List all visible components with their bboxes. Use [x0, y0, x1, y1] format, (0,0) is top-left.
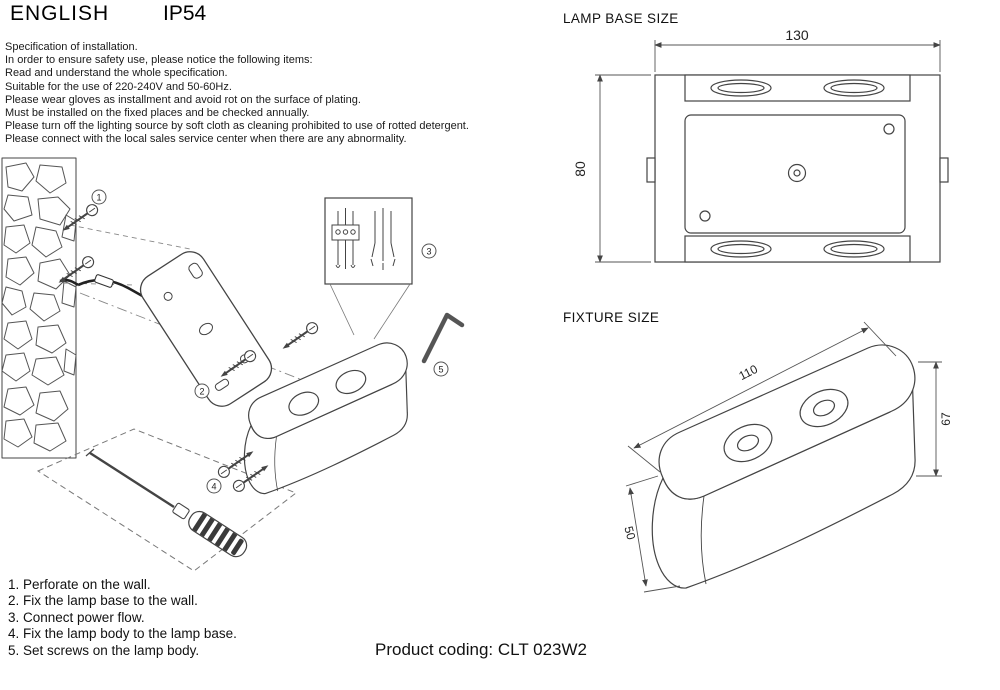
specification-text: Specification of installation. In order …	[5, 41, 469, 147]
svg-text:2: 2	[199, 387, 204, 397]
svg-text:4: 4	[211, 482, 216, 492]
spec-line: Read and understand the whole specificat…	[5, 67, 228, 80]
svg-text:1: 1	[96, 193, 101, 203]
spec-line: Must be installed on the fixed places an…	[5, 107, 310, 120]
spec-line: Specification of installation.	[5, 41, 138, 53]
stone-wall	[1, 157, 77, 459]
installation-diagram: 1 2	[1, 157, 465, 572]
lamp-base-drawing: 130 80	[572, 27, 949, 263]
callout-5: 5	[433, 361, 449, 377]
callout-2: 2	[194, 383, 210, 399]
spec-line: Please wear gloves as installment and av…	[5, 93, 361, 106]
dimension-width: 130	[654, 27, 941, 72]
svg-text:50: 50	[621, 525, 638, 542]
callout-3: 3	[421, 243, 437, 259]
spec-line: Please connect with the local sales serv…	[5, 133, 407, 146]
step-item: 3. Connect power flow.	[8, 609, 145, 625]
lamp-base-top-view	[646, 74, 949, 263]
svg-text:80: 80	[572, 161, 588, 177]
step-item: 2. Fix the lamp base to the wall.	[8, 593, 198, 609]
fixture-drawing: 110 67 50	[621, 321, 953, 593]
dimension-depth: 50	[621, 475, 681, 593]
callout-1: 1	[91, 189, 107, 205]
svg-text:130: 130	[785, 27, 809, 43]
svg-text:110: 110	[736, 362, 760, 383]
svg-text:5: 5	[438, 365, 443, 375]
screwdriver	[85, 448, 248, 558]
terminal-block-detail	[324, 197, 413, 340]
spec-line: Suitable for the use of 220-240V and 50-…	[5, 80, 232, 93]
installation-steps: 1. Perforate on the wall. 2. Fix the lam…	[8, 577, 237, 659]
callout-4: 4	[206, 478, 222, 494]
base-fixing-screw	[278, 319, 321, 355]
lamp-base-size-title: LAMP BASE SIZE	[563, 11, 679, 26]
spec-line: In order to ensure safety use, please no…	[5, 54, 313, 67]
svg-text:67: 67	[939, 412, 953, 426]
step-item: 5. Set screws on the lamp body.	[8, 642, 200, 658]
spec-line: Please turn off the lighting source by s…	[5, 120, 469, 133]
product-coding: Product coding: CLT 023W2	[375, 640, 587, 659]
step-item: 4. Fix the lamp body to the lamp base.	[8, 626, 237, 642]
dimension-height: 80	[572, 74, 651, 263]
fixture-size-title: FIXTURE SIZE	[563, 310, 660, 325]
step-item: 1. Perforate on the wall.	[8, 577, 151, 592]
language-title: ENGLISH	[10, 2, 110, 25]
fixture-body	[651, 344, 916, 589]
dimension-body-height: 67	[916, 361, 953, 477]
svg-text:3: 3	[426, 247, 431, 257]
allen-key	[421, 312, 465, 364]
ip-rating: IP54	[163, 2, 207, 25]
